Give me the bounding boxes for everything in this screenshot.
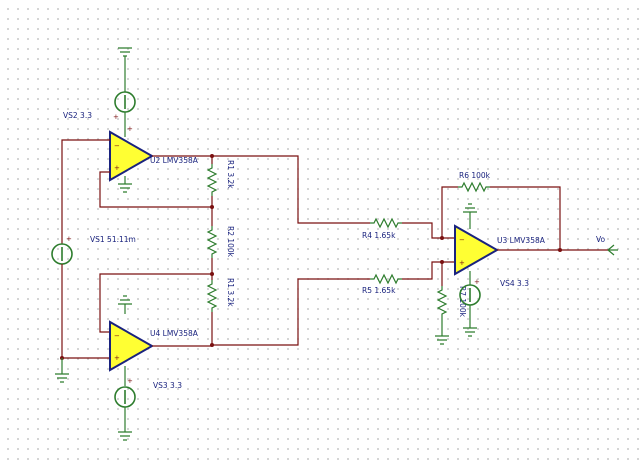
ground-symbol	[55, 358, 69, 383]
svg-text:−: −	[114, 332, 120, 340]
r1-top-resistor[interactable]	[206, 164, 218, 196]
vs2-source[interactable]: +	[113, 47, 136, 137]
r4-resistor[interactable]	[370, 217, 402, 229]
vs4-source[interactable]: +	[459, 271, 481, 337]
r5-resistor[interactable]	[370, 273, 402, 285]
vs4-label: VS4 3.3	[500, 279, 529, 288]
vo-label: Vo	[596, 235, 606, 244]
r2-resistor[interactable]	[206, 226, 218, 258]
svg-text:−: −	[459, 236, 465, 244]
svg-text:−: −	[114, 142, 120, 150]
r1-top-label: R1 3.2k	[226, 160, 235, 189]
r1-bottom-resistor[interactable]	[206, 280, 218, 312]
svg-text:+: +	[66, 235, 72, 243]
vs3-source[interactable]	[114, 366, 136, 441]
vs3-label: VS3 3.3	[153, 381, 182, 390]
vs2-label: VS2 3.3	[63, 111, 92, 120]
vs1-source[interactable]: +	[51, 139, 110, 358]
u4-opamp[interactable]: − + +	[109, 295, 155, 385]
u3-opamp[interactable]: − +	[454, 203, 500, 276]
r4-label: R4 1.65k	[362, 231, 396, 240]
svg-text:+: +	[127, 125, 133, 133]
svg-text:+: +	[114, 354, 120, 362]
vo-terminal[interactable]	[607, 244, 618, 256]
vs1-label: VS1 51.11m	[90, 235, 136, 244]
r6-resistor[interactable]	[458, 181, 490, 193]
svg-text:+: +	[474, 278, 480, 286]
r7-resistor[interactable]	[436, 286, 448, 318]
r1-bottom-label: R1 3.2k	[226, 278, 235, 307]
u3-label: U3 LMV358A	[497, 236, 546, 245]
r2-label: R2 100k	[226, 226, 235, 258]
svg-text:+: +	[113, 113, 119, 121]
svg-text:+: +	[459, 259, 465, 267]
r6-label: R6 100k	[459, 171, 491, 180]
u2-opamp[interactable]: − + +	[109, 125, 155, 193]
svg-text:+: +	[127, 377, 133, 385]
r5-label: R5 1.65k	[362, 286, 396, 295]
u2-label: U2 LMV358A	[150, 156, 199, 165]
u4-label: U4 LMV358A	[150, 329, 199, 338]
svg-text:+: +	[114, 164, 120, 172]
